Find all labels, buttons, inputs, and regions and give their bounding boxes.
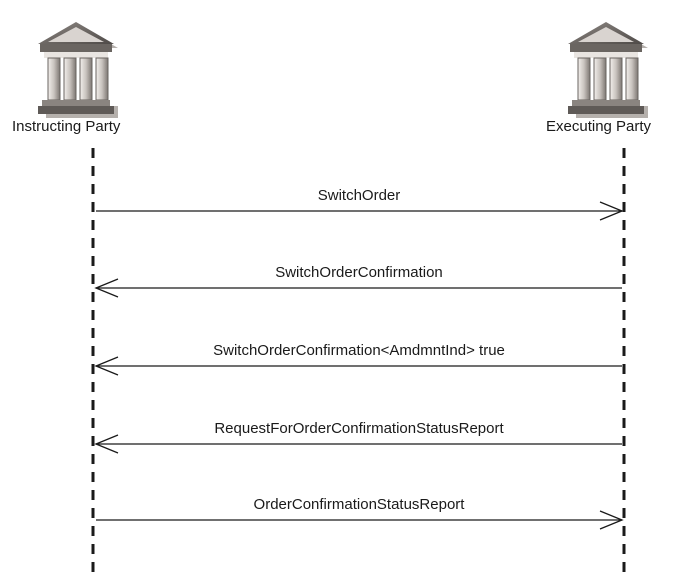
message-label: RequestForOrderConfirmationStatusReport (214, 420, 504, 437)
arrowhead-right-icon (599, 201, 624, 221)
arrowhead-left-icon (94, 434, 119, 454)
message-label: SwitchOrderConfirmation<AmdmntInd> true (213, 342, 505, 359)
participant-label-executing-party: Executing Party (546, 118, 652, 135)
arrowhead-left-icon (94, 278, 119, 298)
message-arrow (94, 434, 622, 454)
arrowhead-left-icon (94, 356, 119, 376)
message-arrow (96, 201, 624, 221)
message-arrow (94, 278, 622, 298)
message-arrow (96, 510, 624, 530)
bank-building-icon (567, 21, 649, 119)
participant-label-instructing-party: Instructing Party (12, 118, 121, 135)
message-arrow (94, 356, 622, 376)
message-label: SwitchOrder (317, 187, 401, 204)
message-label: OrderConfirmationStatusReport (253, 496, 465, 513)
arrowhead-right-icon (599, 510, 624, 530)
message-label: SwitchOrderConfirmation (275, 264, 443, 281)
bank-building-icon (37, 21, 119, 119)
